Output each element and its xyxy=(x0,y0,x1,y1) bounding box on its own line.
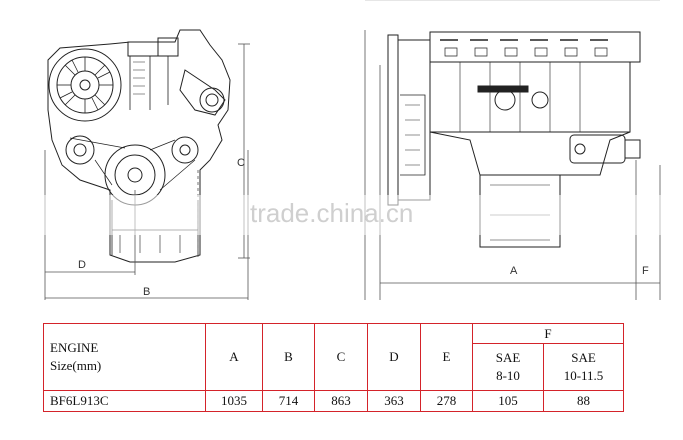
f-sub2-line2: 10-11.5 xyxy=(563,367,604,383)
dim-label-d: D xyxy=(78,259,86,271)
dim-label-c: C xyxy=(237,157,245,169)
cell-f2: 88 xyxy=(542,389,625,413)
table-header-row: ENGINE Size(mm) A B C D E F xyxy=(43,322,625,391)
col-header-f: F xyxy=(471,322,625,345)
table-subheader-row: SAE 8-10 SAE 10-11.5 xyxy=(44,343,625,391)
col-header-b: B xyxy=(262,323,315,391)
f-sub1-line1: SAE xyxy=(495,350,521,366)
col-header-f-sae-10-11-5: SAE 10-11.5 xyxy=(542,343,625,391)
watermark-text: trade.china.cn xyxy=(250,198,413,228)
f-sub1-line2: 8-10 xyxy=(496,367,520,383)
watermark-band xyxy=(0,195,683,235)
engine-header: ENGINE xyxy=(50,340,99,356)
cell-f1: 105 xyxy=(472,389,544,413)
size-header: Size(mm) xyxy=(50,357,102,373)
cell-model: BF6L913C xyxy=(43,389,206,413)
dim-label-a: A xyxy=(510,265,518,277)
cell-d: 363 xyxy=(367,389,421,413)
col-header-e: E xyxy=(420,323,473,391)
f-sub2-line1: SAE xyxy=(571,350,596,366)
engine-spec-table: ENGINE Size(mm) A B C D E F SAE 8-10 SAE… xyxy=(43,322,625,413)
cell-c: 863 xyxy=(314,389,368,413)
col-header-c: C xyxy=(314,323,368,391)
cell-b: 714 xyxy=(262,389,315,413)
cell-e: 278 xyxy=(420,389,473,413)
col-header-a: A xyxy=(205,323,263,391)
col-header-f-sae-8-10: SAE 8-10 xyxy=(472,343,544,391)
col-header-d: D xyxy=(367,323,421,391)
cell-a: 1035 xyxy=(205,389,263,413)
dim-label-b: B xyxy=(143,286,150,298)
dim-label-f: F xyxy=(642,265,649,277)
table-row: BF6L913C 1035 714 863 363 278 105 88 xyxy=(43,389,625,413)
engine-size-header: ENGINE Size(mm) xyxy=(43,323,206,391)
engine-drawing: C D B A F tr xyxy=(0,0,683,300)
